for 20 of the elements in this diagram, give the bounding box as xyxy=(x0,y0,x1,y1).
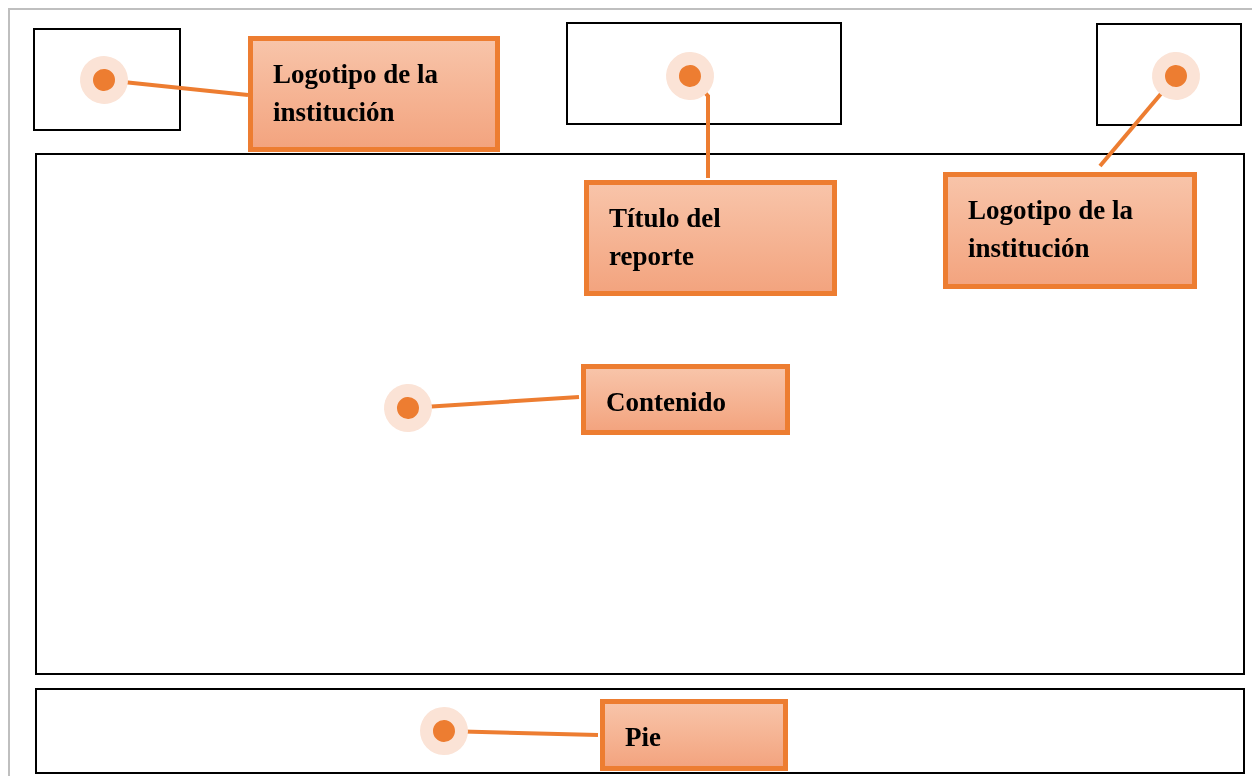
callout-text: Logotipo de la institución xyxy=(968,194,1135,265)
leader-line xyxy=(420,707,599,755)
callout-text: Contenido xyxy=(606,386,728,419)
callout-text: Logotipo de la institución xyxy=(273,58,440,129)
frame-box xyxy=(33,28,181,131)
callout-box xyxy=(248,36,500,152)
leader-line xyxy=(666,52,714,178)
callout-box xyxy=(581,364,790,435)
leader-line xyxy=(80,56,249,104)
callout-text: Pie xyxy=(625,721,662,754)
frame-box xyxy=(35,688,1245,774)
frame-box xyxy=(1096,23,1242,126)
callout-text: Título del reporte xyxy=(609,202,722,273)
callout-box xyxy=(943,172,1197,289)
callout-box xyxy=(600,699,788,771)
frame-box xyxy=(35,153,1245,675)
frame-box xyxy=(566,22,842,125)
leader-line xyxy=(1098,52,1200,168)
leader-line xyxy=(384,384,580,432)
callout-box xyxy=(584,180,837,296)
